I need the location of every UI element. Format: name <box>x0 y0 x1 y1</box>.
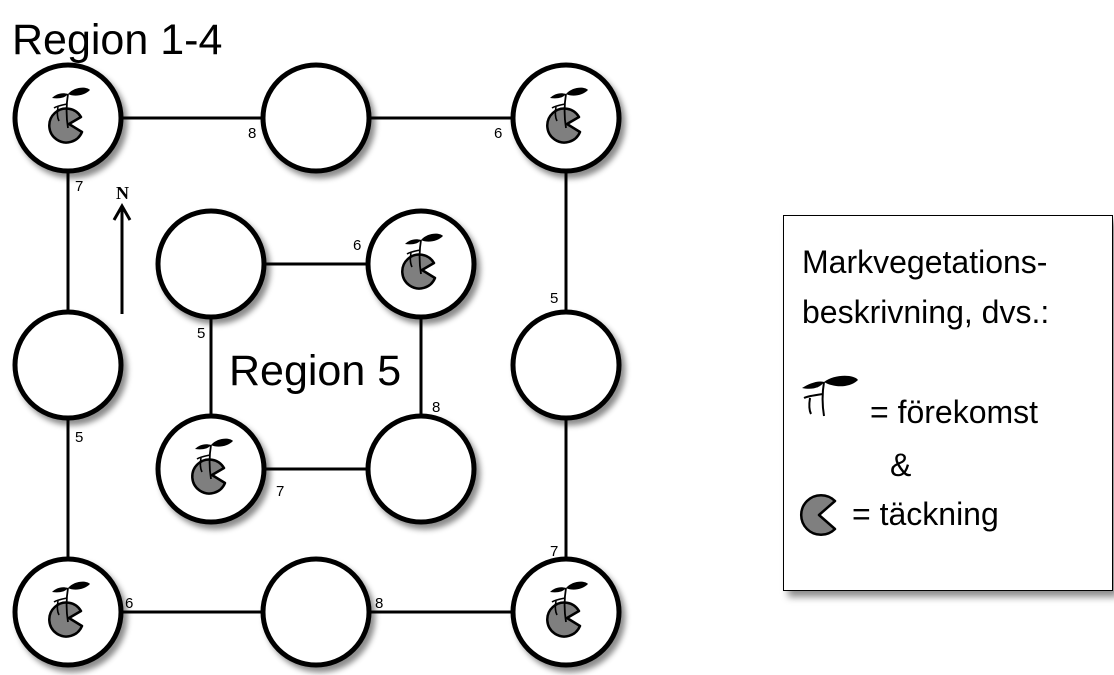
north-arrow: N <box>112 183 132 314</box>
plot-circle-outer-se <box>510 556 622 668</box>
legend-title-line2: beskrivning, dvs.: <box>802 294 1050 330</box>
edge-number: 5 <box>550 290 558 307</box>
legend-title-line1: Markvegetations- <box>802 244 1048 280</box>
plot-circle-outer-w <box>12 309 124 421</box>
plot-circle-outer-nw <box>12 62 124 174</box>
edge-number: 5 <box>75 429 83 446</box>
edge-number: 6 <box>353 237 361 254</box>
edge-number: 5 <box>197 325 205 342</box>
plot-circle-inner-ne <box>365 208 477 320</box>
seedling-icon <box>802 375 858 417</box>
plot-circle-outer-e <box>510 309 622 421</box>
edge-number: 7 <box>550 543 558 560</box>
plot-circle-outer-n <box>260 62 372 174</box>
north-label: N <box>116 183 129 203</box>
plot-circle-inner-nw <box>155 208 267 320</box>
edge-number: 7 <box>75 178 83 195</box>
edge-number: 8 <box>432 399 440 416</box>
plot-circle-outer-ne <box>510 62 622 174</box>
legend-presence-text: = förekomst <box>870 394 1039 430</box>
plot-circle-inner-se <box>365 413 477 525</box>
seedling-icon <box>52 581 90 623</box>
legend-cover-text: = täckning <box>852 496 999 532</box>
edge-number: 7 <box>276 483 284 500</box>
pacman-cover-icon <box>799 493 837 537</box>
legend-box: Markvegetations- beskrivning, dvs.: = fö… <box>783 215 1113 591</box>
plot-circle-outer-sw <box>12 556 124 668</box>
plot-circle-outer-s <box>260 556 372 668</box>
legend-and-text: & <box>890 447 912 483</box>
plots-layer <box>12 62 622 668</box>
region-1-4-title: Region 1-4 <box>12 16 222 64</box>
seedling-icon <box>195 438 233 480</box>
seedling-icon <box>405 233 443 275</box>
edge-number: 6 <box>125 595 133 612</box>
edge-number: 8 <box>375 595 383 612</box>
north-arrow-head <box>112 202 132 221</box>
region-5-title: Region 5 <box>229 347 401 395</box>
edge-numbers: 8 6 7 5 5 7 6 8 6 5 8 7 <box>75 125 558 612</box>
plot-circle-inner-sw <box>155 413 267 525</box>
seedling-icon <box>52 87 90 129</box>
seedling-icon <box>550 581 588 623</box>
edge-number: 6 <box>494 125 502 142</box>
edge-number: 8 <box>248 125 256 142</box>
seedling-icon <box>550 87 588 129</box>
